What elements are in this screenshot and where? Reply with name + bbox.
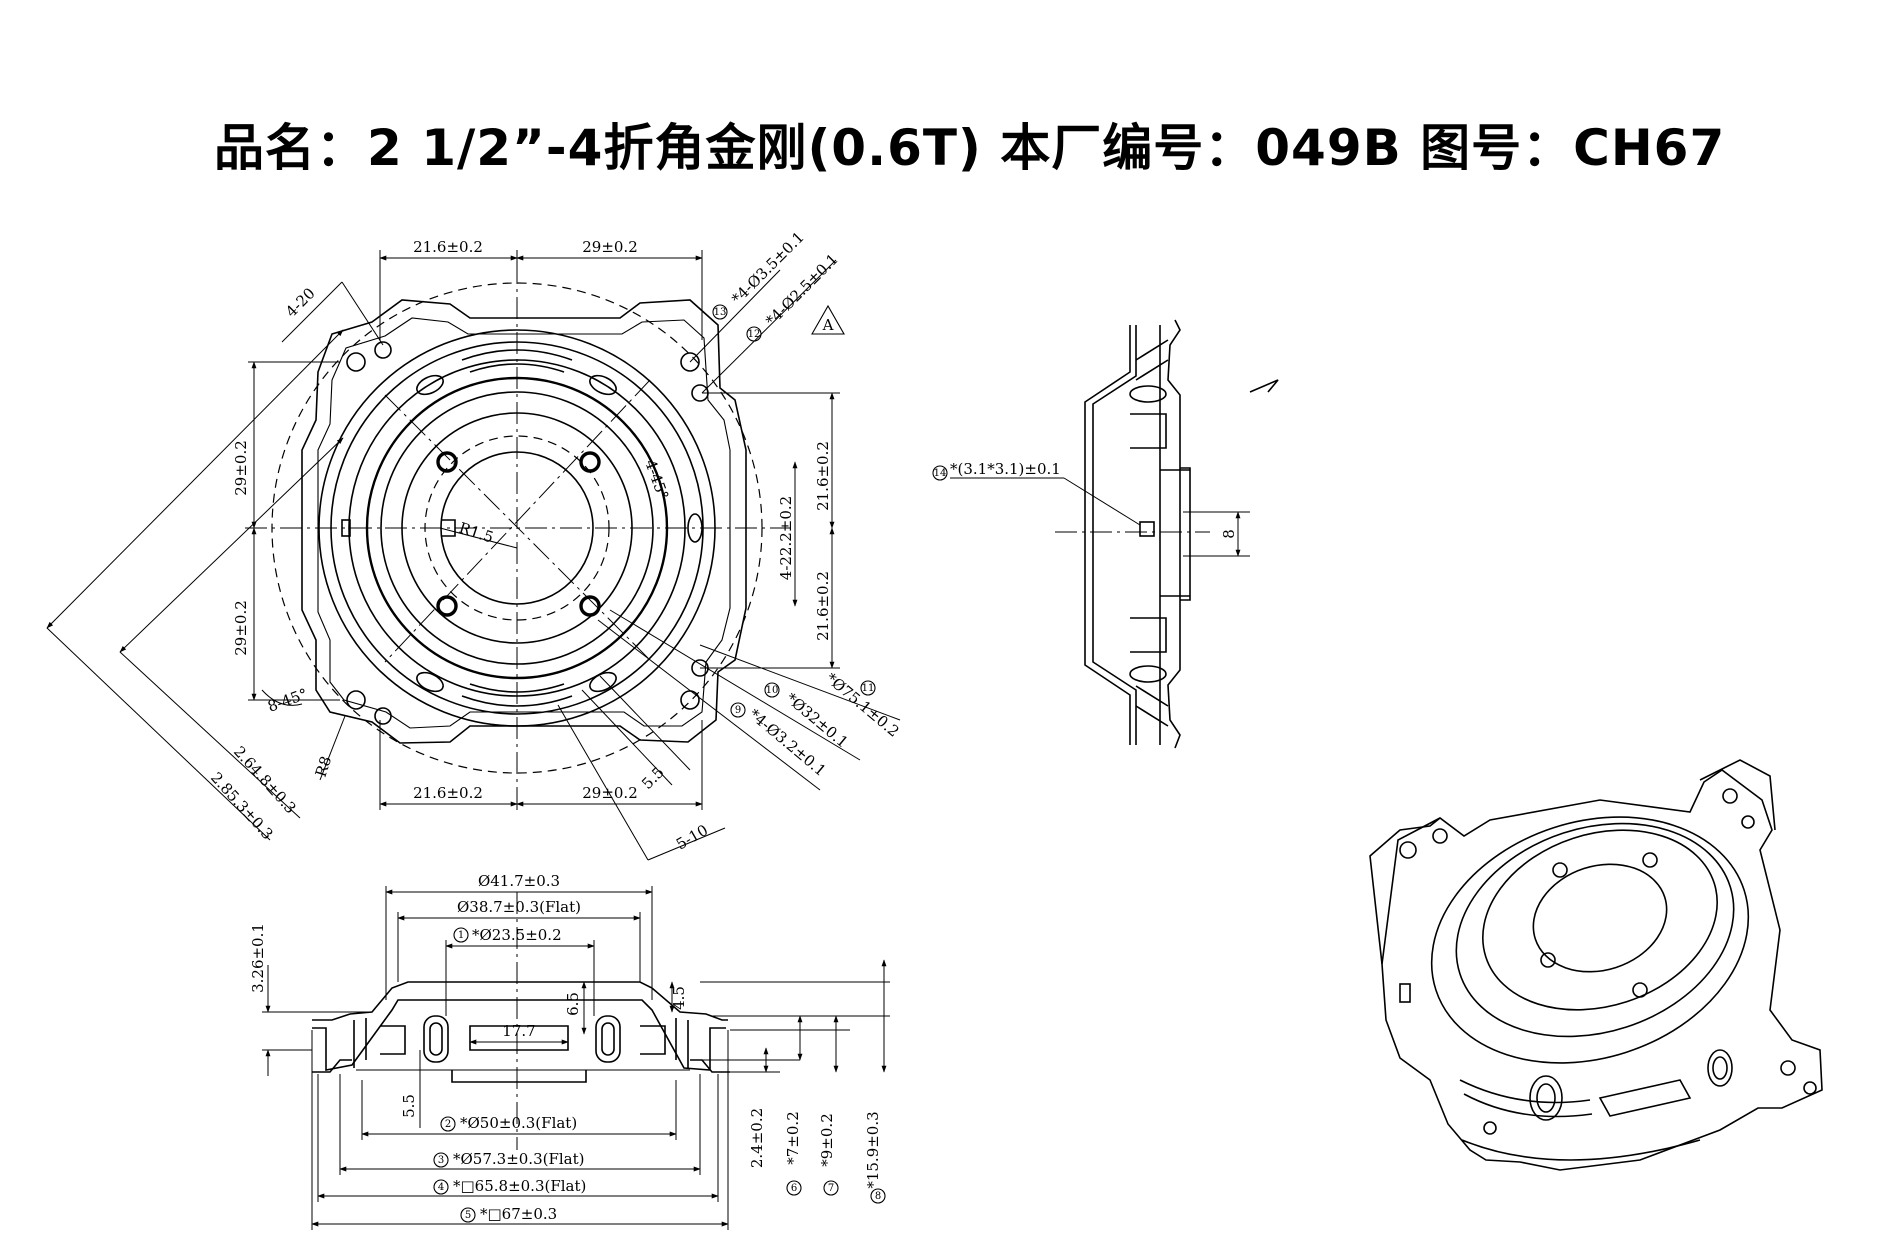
dim-5-5-vertical: 5.5 bbox=[400, 1094, 418, 1118]
svg-text:2: 2 bbox=[445, 1119, 451, 1130]
svg-text:7: 7 bbox=[828, 1183, 834, 1194]
svg-text:12: 12 bbox=[748, 329, 761, 340]
datum-a-triangle bbox=[811, 304, 845, 335]
callout-7: 7 bbox=[823, 1180, 839, 1196]
side-view: 8 14 *(3.1*3.1)±0.1 bbox=[932, 319, 1250, 749]
dim-3-26: 3.26±0.1 bbox=[249, 923, 267, 993]
datum-a: A bbox=[822, 316, 834, 334]
dim-phi-38-7: Ø38.7±0.3(Flat) bbox=[457, 898, 581, 916]
drawing-title: 品名：2 1/2”-4折角金刚(0.6T) 本厂编号：049B 图号：CH67 bbox=[214, 119, 1726, 177]
dim-8-45: 8-45° bbox=[265, 685, 310, 716]
dim-29-top: 29±0.2 bbox=[582, 238, 638, 256]
callout-14: 14 bbox=[932, 465, 948, 481]
callout-12: 12 bbox=[746, 326, 762, 342]
svg-text:8: 8 bbox=[875, 1191, 881, 1202]
dim-5-square-67: *□67±0.3 bbox=[480, 1205, 557, 1223]
dim-21-6-top: 21.6±0.2 bbox=[413, 238, 483, 256]
dim-1-phi-23-5: *Ø23.5±0.2 bbox=[472, 926, 562, 944]
dim-5-10: 5-10 bbox=[673, 821, 711, 853]
callout-4: 4 bbox=[433, 1179, 449, 1195]
dim-29-bottom: 29±0.2 bbox=[582, 784, 638, 802]
callout-6: 6 bbox=[786, 1180, 802, 1196]
svg-text:3: 3 bbox=[438, 1155, 444, 1166]
dim-r8: R8 bbox=[312, 754, 336, 779]
dim-29-left-upper: 29±0.2 bbox=[232, 440, 250, 496]
top-view: 21.6±0.2 29±0.2 29±0.2 29±0.2 21.6±0.2 2… bbox=[46, 228, 903, 861]
dim-4-square-65-8: *□65.8±0.3(Flat) bbox=[453, 1177, 586, 1195]
svg-text:10: 10 bbox=[766, 685, 779, 696]
svg-text:4: 4 bbox=[438, 1182, 444, 1193]
dim-5-5: 5.5 bbox=[638, 763, 668, 793]
dim-2-4: 2.4±0.2 bbox=[748, 1108, 766, 1168]
dim-4-5: 4.5 bbox=[670, 986, 688, 1010]
dim-21-6-right-upper: 21.6±0.2 bbox=[814, 441, 832, 511]
dim-2-phi-50: *Ø50±0.3(Flat) bbox=[460, 1114, 577, 1132]
dim-4-45: 4-45° bbox=[641, 457, 672, 502]
svg-text:14: 14 bbox=[934, 468, 947, 479]
svg-text:9: 9 bbox=[735, 705, 741, 716]
svg-text:1: 1 bbox=[458, 930, 464, 941]
dim-r1-5: R1.5 bbox=[457, 519, 496, 547]
callout-5: 5 bbox=[460, 1207, 476, 1223]
dim-6-5: 6.5 bbox=[564, 992, 582, 1016]
dim-17-7: 17.7 bbox=[502, 1022, 535, 1040]
callout-10: 10 bbox=[764, 682, 780, 698]
isometric-view bbox=[1249, 379, 1823, 1171]
svg-text:5: 5 bbox=[465, 1210, 471, 1221]
callout-2: 2 bbox=[440, 1116, 456, 1132]
dim-14-square-3-1: *(3.1*3.1)±0.1 bbox=[950, 460, 1061, 478]
dim-9: *9±0.2 bbox=[818, 1113, 836, 1166]
svg-text:6: 6 bbox=[791, 1183, 797, 1194]
callout-8: 8 bbox=[870, 1188, 886, 1204]
svg-text:11: 11 bbox=[862, 683, 875, 694]
dim-8: 8 bbox=[1220, 529, 1238, 539]
callout-13: 13 bbox=[712, 304, 728, 320]
dim-phi-41-7: Ø41.7±0.3 bbox=[478, 872, 560, 890]
callout-3: 3 bbox=[433, 1152, 449, 1168]
dim-3-phi-57-3: *Ø57.3±0.3(Flat) bbox=[453, 1150, 585, 1168]
dim-21-6-bottom: 21.6±0.2 bbox=[413, 784, 483, 802]
svg-text:13: 13 bbox=[714, 307, 727, 318]
dim-29-left-lower: 29±0.2 bbox=[232, 600, 250, 656]
dim-15-9: *15.9±0.3 bbox=[864, 1111, 882, 1188]
callout-11: 11 bbox=[860, 680, 876, 696]
callout-1: 1 bbox=[453, 927, 469, 943]
dim-4-20: 4-20 bbox=[282, 284, 319, 321]
dim-7: *7±0.2 bbox=[784, 1111, 802, 1164]
section-view: Ø41.7±0.3 Ø38.7±0.3(Flat) 1 *Ø23.5±0.2 1… bbox=[249, 872, 890, 1230]
dim-4-22-2: 4-22.2±0.2 bbox=[777, 496, 795, 580]
callout-9: 9 bbox=[730, 702, 746, 718]
dim-21-6-right-lower: 21.6±0.2 bbox=[814, 571, 832, 641]
